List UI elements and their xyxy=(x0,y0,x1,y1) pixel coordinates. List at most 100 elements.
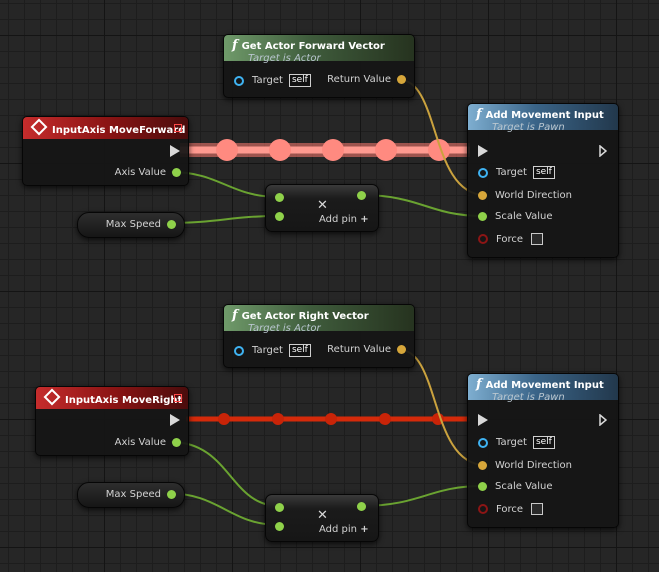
world-direction-label: World Direction xyxy=(495,460,573,471)
vector-pin-icon[interactable] xyxy=(397,75,406,84)
target-self-value: self xyxy=(532,436,555,449)
object-pin-icon[interactable] xyxy=(478,437,488,448)
target-pin-row[interactable]: Target self xyxy=(234,74,311,87)
exec-out-pin-icon[interactable] xyxy=(599,414,607,426)
float-output-pin-icon[interactable] xyxy=(357,191,366,200)
force-label: Force xyxy=(496,233,524,245)
delegate-pin-icon[interactable] xyxy=(174,394,182,402)
vector-pin-icon[interactable] xyxy=(478,191,487,200)
add-pin-button[interactable]: Add pin + xyxy=(319,524,369,535)
exec-out-pin-icon[interactable] xyxy=(170,414,180,426)
force-row[interactable]: Force xyxy=(478,233,544,245)
scale-value-label: Scale Value xyxy=(495,481,553,492)
float-input-b-pin-icon[interactable] xyxy=(275,522,284,531)
float-pin-icon[interactable] xyxy=(167,490,176,499)
vector-pin-icon[interactable] xyxy=(397,345,406,354)
float-input-b-pin-icon[interactable] xyxy=(275,212,284,221)
target-self-value: self xyxy=(288,344,311,357)
function-icon: f xyxy=(232,38,238,53)
scale-value-row[interactable]: Scale Value xyxy=(478,481,553,492)
input-axis-move-forward-node[interactable]: InputAxis MoveForward Axis Value xyxy=(22,116,189,186)
add-pin-button[interactable]: Add pin + xyxy=(319,214,369,225)
node-title: Get Actor Right Vector xyxy=(241,311,369,322)
exec-out-pin-icon[interactable] xyxy=(170,145,180,157)
float-pin-icon[interactable] xyxy=(167,220,176,229)
axis-value-label: Axis Value xyxy=(114,437,166,448)
return-value-row[interactable]: Return Value xyxy=(327,344,406,355)
add-pin-label: Add pin xyxy=(319,214,358,225)
node-subtitle: Target is Actor xyxy=(248,53,321,64)
float-pin-icon[interactable] xyxy=(172,168,181,177)
object-pin-icon[interactable] xyxy=(234,345,244,356)
max-speed-label: Max Speed xyxy=(105,489,161,500)
exec-wire-forward-bubbles xyxy=(216,139,450,161)
target-pin-row[interactable]: Target self xyxy=(234,344,311,357)
exec-out-pin-icon[interactable] xyxy=(599,145,607,157)
exec-in-pin-icon[interactable] xyxy=(478,145,488,157)
float-pin-icon[interactable] xyxy=(478,482,487,491)
force-checkbox[interactable] xyxy=(531,503,544,515)
return-value-row[interactable]: Return Value xyxy=(327,74,406,85)
multiply-node[interactable]: ✕ Add pin + xyxy=(265,494,379,542)
float-output-pin-icon[interactable] xyxy=(357,502,366,511)
max-speed-variable-node[interactable]: Max Speed xyxy=(77,482,185,508)
exec-wire-right-bubbles xyxy=(218,413,444,425)
function-icon: f xyxy=(232,308,238,323)
force-checkbox[interactable] xyxy=(531,233,544,245)
node-title: InputAxis MoveRight xyxy=(65,395,183,406)
target-pin-row[interactable]: Target self xyxy=(478,436,555,449)
vector-pin-icon[interactable] xyxy=(478,461,487,470)
node-header: InputAxis MoveRight xyxy=(36,387,188,409)
bool-pin-icon[interactable] xyxy=(478,234,488,244)
float-wire-mult-2-out xyxy=(360,485,483,507)
node-subtitle: Target is Pawn xyxy=(492,392,565,403)
world-direction-row[interactable]: World Direction xyxy=(478,190,572,201)
multiply-icon: ✕ xyxy=(317,508,328,523)
bool-pin-icon[interactable] xyxy=(478,504,488,514)
multiply-icon: ✕ xyxy=(317,198,328,213)
float-pin-icon[interactable] xyxy=(478,212,487,221)
target-label: Target xyxy=(252,75,283,86)
force-row[interactable]: Force xyxy=(478,503,544,515)
node-header: InputAxis MoveForward xyxy=(23,117,188,139)
axis-value-row[interactable]: Axis Value xyxy=(115,437,181,448)
float-pin-icon[interactable] xyxy=(172,438,181,447)
axis-value-row[interactable]: Axis Value xyxy=(115,167,181,178)
target-self-value: self xyxy=(288,74,311,87)
object-pin-icon[interactable] xyxy=(478,167,488,178)
add-pin-plus-icon: + xyxy=(360,524,369,535)
node-title: Add Movement Input xyxy=(485,380,604,391)
float-input-a-pin-icon[interactable] xyxy=(275,193,284,202)
float-wire-mult-1-out xyxy=(360,194,483,217)
return-value-label: Return Value xyxy=(327,344,391,355)
delegate-pin-icon[interactable] xyxy=(174,124,182,132)
add-pin-label: Add pin xyxy=(319,524,358,535)
scale-value-row[interactable]: Scale Value xyxy=(478,211,553,222)
node-subtitle: Target is Pawn xyxy=(492,122,565,133)
float-input-a-pin-icon[interactable] xyxy=(275,503,284,512)
function-icon: f xyxy=(476,107,482,122)
node-title: Get Actor Forward Vector xyxy=(241,41,385,52)
exec-in-pin-icon[interactable] xyxy=(478,414,488,426)
target-self-value: self xyxy=(532,166,555,179)
node-title: InputAxis MoveForward xyxy=(52,125,186,136)
input-axis-move-right-node[interactable]: InputAxis MoveRight Axis Value xyxy=(35,386,189,456)
world-direction-row[interactable]: World Direction xyxy=(478,460,572,471)
max-speed-variable-node[interactable]: Max Speed xyxy=(77,212,185,238)
node-subtitle: Target is Actor xyxy=(248,323,321,334)
add-pin-plus-icon: + xyxy=(360,214,369,225)
event-diamond-icon xyxy=(30,118,48,136)
target-pin-row[interactable]: Target self xyxy=(478,166,555,179)
multiply-node[interactable]: ✕ Add pin + xyxy=(265,184,379,232)
object-pin-icon[interactable] xyxy=(234,75,244,86)
event-diamond-icon xyxy=(43,388,61,406)
function-icon: f xyxy=(476,377,482,392)
force-label: Force xyxy=(496,503,524,515)
